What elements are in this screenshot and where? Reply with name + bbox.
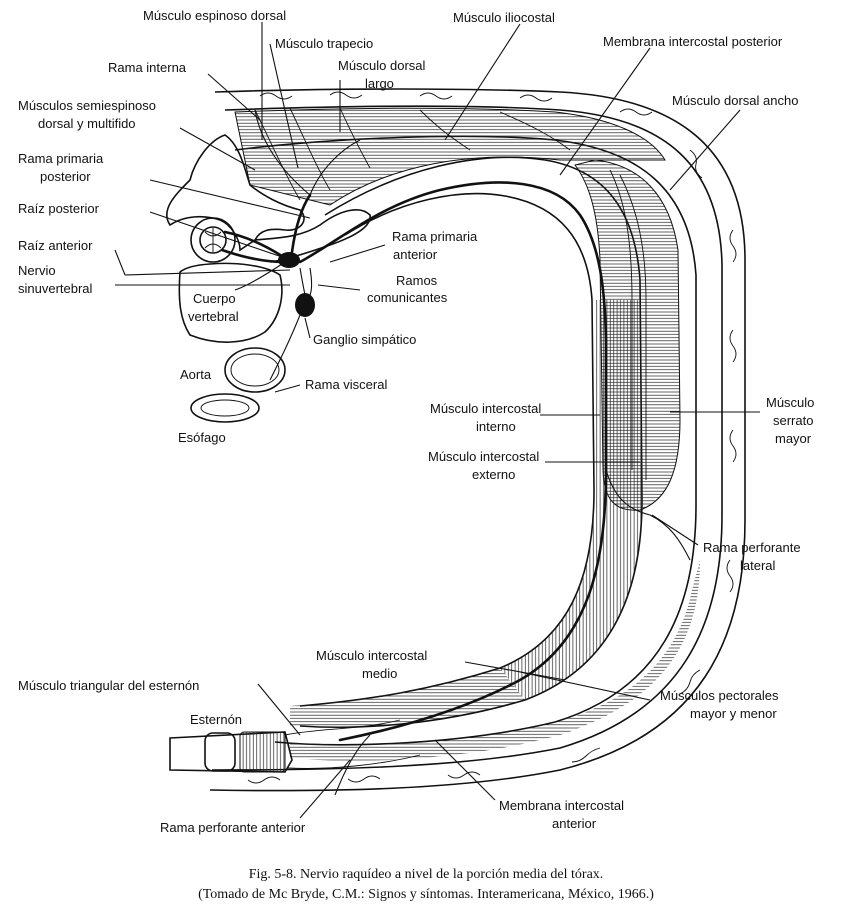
label-cuerpo-vertebral-1: Cuerpo — [193, 291, 236, 306]
sternum — [169, 719, 421, 773]
label-intercostal-interno-2: interno — [476, 419, 516, 434]
fat-lobules — [247, 91, 737, 784]
figure-caption: Fig. 5-8. Nervio raquídeo a nivel de la … — [198, 867, 654, 902]
label-intercostal-medio-2: medio — [362, 666, 397, 681]
label-serrato-mayor-1: Músculo — [766, 395, 814, 410]
label-rama-primaria-posterior-2: posterior — [40, 169, 91, 184]
label-ganglio-simpatico: Ganglio simpático — [313, 332, 416, 347]
sternal-cartilage — [239, 731, 286, 773]
label-esternon: Esternón — [190, 712, 242, 727]
vertebral-body — [178, 262, 283, 343]
outer-skin-contour — [209, 88, 746, 792]
label-pectorales-2: mayor y menor — [690, 706, 777, 721]
label-nervio-sinuvertebral-2: sinuvertebral — [18, 281, 93, 296]
label-musculo-iliocostal: Músculo iliocostal — [453, 10, 555, 25]
label-musculo-dorsal-ancho: Músculo dorsal ancho — [672, 93, 798, 108]
label-membrana-anterior-2: anterior — [552, 816, 597, 831]
posterior-ramus — [290, 193, 312, 254]
spinal-canal — [190, 217, 236, 263]
rib-lines — [609, 169, 647, 480]
transverse-process — [254, 209, 371, 263]
caption-line-2: (Tomado de Mc Bryde, C.M.: Signos y sínt… — [198, 887, 654, 902]
label-musculo-dorsal-largo-1: Músculo dorsal — [338, 58, 426, 73]
spinal-cord — [199, 226, 227, 254]
esophagus — [190, 393, 260, 423]
vertebral-arch — [166, 134, 305, 252]
label-semiespinoso-1: Músculos semiespinoso — [18, 98, 156, 113]
label-nervio-sinuvertebral-1: Nervio — [18, 263, 56, 278]
pectoral-band — [290, 560, 700, 761]
label-musculo-espinoso-dorsal: Músculo espinoso dorsal — [143, 8, 286, 23]
intercostal-nerve — [298, 181, 608, 742]
label-ramos-comunicantes-1: Ramos — [396, 273, 438, 288]
label-rama-perforante-lateral-2: lateral — [740, 558, 776, 573]
caption-line-1: Fig. 5-8. Nervio raquídeo a nivel de la … — [249, 867, 604, 882]
label-rama-primaria-anterior-2: anterior — [393, 247, 438, 262]
label-intercostal-medio-1: Músculo intercostal — [316, 648, 427, 663]
label-pectorales-1: Músculos pectorales — [660, 688, 779, 703]
label-raiz-posterior: Raíz posterior — [18, 201, 100, 216]
subcutaneous-contour — [211, 105, 723, 771]
label-membrana-anterior-1: Membrana intercostal — [499, 798, 624, 813]
label-rama-primaria-anterior-1: Rama primaria — [392, 229, 478, 244]
thoracic-wall — [209, 88, 746, 792]
label-rama-primaria-posterior-1: Rama primaria — [18, 151, 104, 166]
spinal-nerve — [220, 109, 691, 796]
label-serrato-mayor-2: serrato — [773, 413, 813, 428]
label-musculo-trapecio: Músculo trapecio — [275, 36, 373, 51]
label-rama-perforante-anterior: Rama perforante anterior — [160, 820, 306, 835]
label-esofago: Esófago — [178, 430, 226, 445]
label-membrana-intercostal-posterior: Membrana intercostal posterior — [603, 34, 783, 49]
label-ramos-comunicantes-2: comunicantes — [367, 290, 448, 305]
label-intercostal-externo-1: Músculo intercostal — [428, 449, 539, 464]
label-rama-interna: Rama interna — [108, 60, 187, 75]
label-intercostal-externo-2: externo — [472, 467, 515, 482]
label-cuerpo-vertebral-2: vertebral — [188, 309, 239, 324]
label-raiz-anterior: Raíz anterior — [18, 238, 93, 253]
label-aorta: Aorta — [180, 367, 212, 382]
dorsal-muscle-mass — [234, 107, 666, 206]
label-intercostal-interno-1: Músculo intercostal — [430, 401, 541, 416]
sternum-body — [204, 732, 236, 772]
label-rama-visceral: Rama visceral — [305, 377, 387, 392]
intercostal-band — [500, 300, 642, 700]
aorta — [224, 347, 286, 393]
labels: Músculo espinoso dorsal Músculo iliocost… — [18, 8, 814, 835]
dorsal-root-ganglion — [278, 252, 300, 268]
label-rama-perforante-lateral-1: Rama perforante — [703, 540, 801, 555]
vertebra — [166, 134, 371, 343]
label-semiespinoso-2: dorsal y multifido — [38, 116, 136, 131]
leader-lines — [114, 22, 760, 819]
label-triangular-esternon: Músculo triangular del esternón — [18, 678, 199, 693]
label-serrato-mayor-3: mayor — [775, 431, 812, 446]
label-musculo-dorsal-largo-2: largo — [365, 76, 394, 91]
sympathetic-ganglion — [295, 293, 315, 317]
anterior-intercostal-band — [290, 668, 525, 728]
